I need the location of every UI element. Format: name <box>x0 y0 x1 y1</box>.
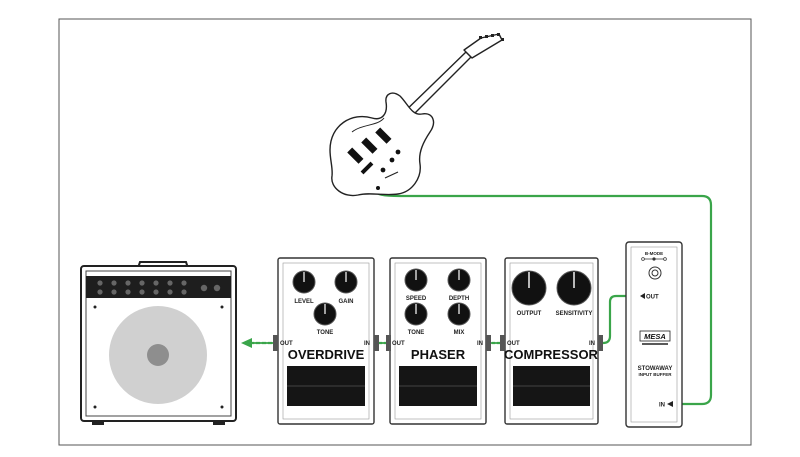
knob-icon <box>511 270 547 306</box>
knob-label-sensitivity: SENSITIVITY <box>556 311 593 317</box>
guitar-amplifier-icon <box>80 261 237 425</box>
buffer-subtitle: INPUT BUFFER <box>639 372 673 377</box>
knob-label-output: OUTPUT <box>517 311 542 317</box>
knob-icon <box>292 270 316 294</box>
mode-switch-label: B-MODE <box>645 251 663 256</box>
cable-buffer-to-compressor <box>596 294 628 345</box>
jack-label-in: IN <box>477 341 483 347</box>
pedal-name: COMPRESSOR <box>504 347 599 362</box>
knob-label-depth: DEPTH <box>449 296 469 302</box>
knob-icon <box>404 268 428 292</box>
brand-name: MESA <box>644 332 666 341</box>
knob-icon <box>313 302 337 326</box>
pedal-name: PHASER <box>411 347 466 362</box>
input-buffer-unit: B-MODE OUT MESA STOWAWAY INPUT BUFFER IN <box>625 241 683 428</box>
jack-label-in: IN <box>364 341 370 347</box>
knob-label-level: LEVEL <box>294 299 314 305</box>
phaser-pedal: SPEED DEPTH TONE MIX OUT IN PHASER <box>386 257 491 425</box>
buffer-name: STOWAWAY <box>638 366 673 372</box>
buffer-in-label: IN <box>659 403 665 409</box>
knob-icon <box>334 270 358 294</box>
knob-label-speed: SPEED <box>406 296 427 302</box>
jack-icon <box>648 266 662 280</box>
mode-switch-icon[interactable] <box>641 257 667 261</box>
in-arrow-icon <box>667 401 673 407</box>
knob-label-mix: MIX <box>454 330 465 336</box>
brand-logo: MESA <box>639 330 671 345</box>
knob-icon <box>404 302 428 326</box>
knob-label-tone: TONE <box>408 330 425 336</box>
cable-guitar-to-buffer <box>375 191 713 406</box>
knob-icon <box>447 268 471 292</box>
compressor-pedal: OUTPUT SENSITIVITY OUT IN COMPRESSOR <box>500 257 603 425</box>
jack-label-out: OUT <box>280 341 293 347</box>
pedal-name: OVERDRIVE <box>288 347 365 362</box>
jack-label-out: OUT <box>392 341 405 347</box>
knob-icon <box>447 302 471 326</box>
jack-label-in: IN <box>589 341 595 347</box>
out-arrow-icon <box>640 293 645 299</box>
knob-label-tone: TONE <box>317 330 334 336</box>
buffer-out-label: OUT <box>646 295 659 301</box>
signal-arrow-icon <box>241 338 252 348</box>
knob-icon <box>556 270 592 306</box>
overdrive-pedal: LEVEL GAIN TONE OUT IN OVERDRIVE <box>273 257 379 425</box>
speaker-dust-cap <box>147 344 169 366</box>
electric-guitar-icon <box>329 33 504 197</box>
jack-label-out: OUT <box>507 341 520 347</box>
knob-label-gain: GAIN <box>339 299 354 305</box>
